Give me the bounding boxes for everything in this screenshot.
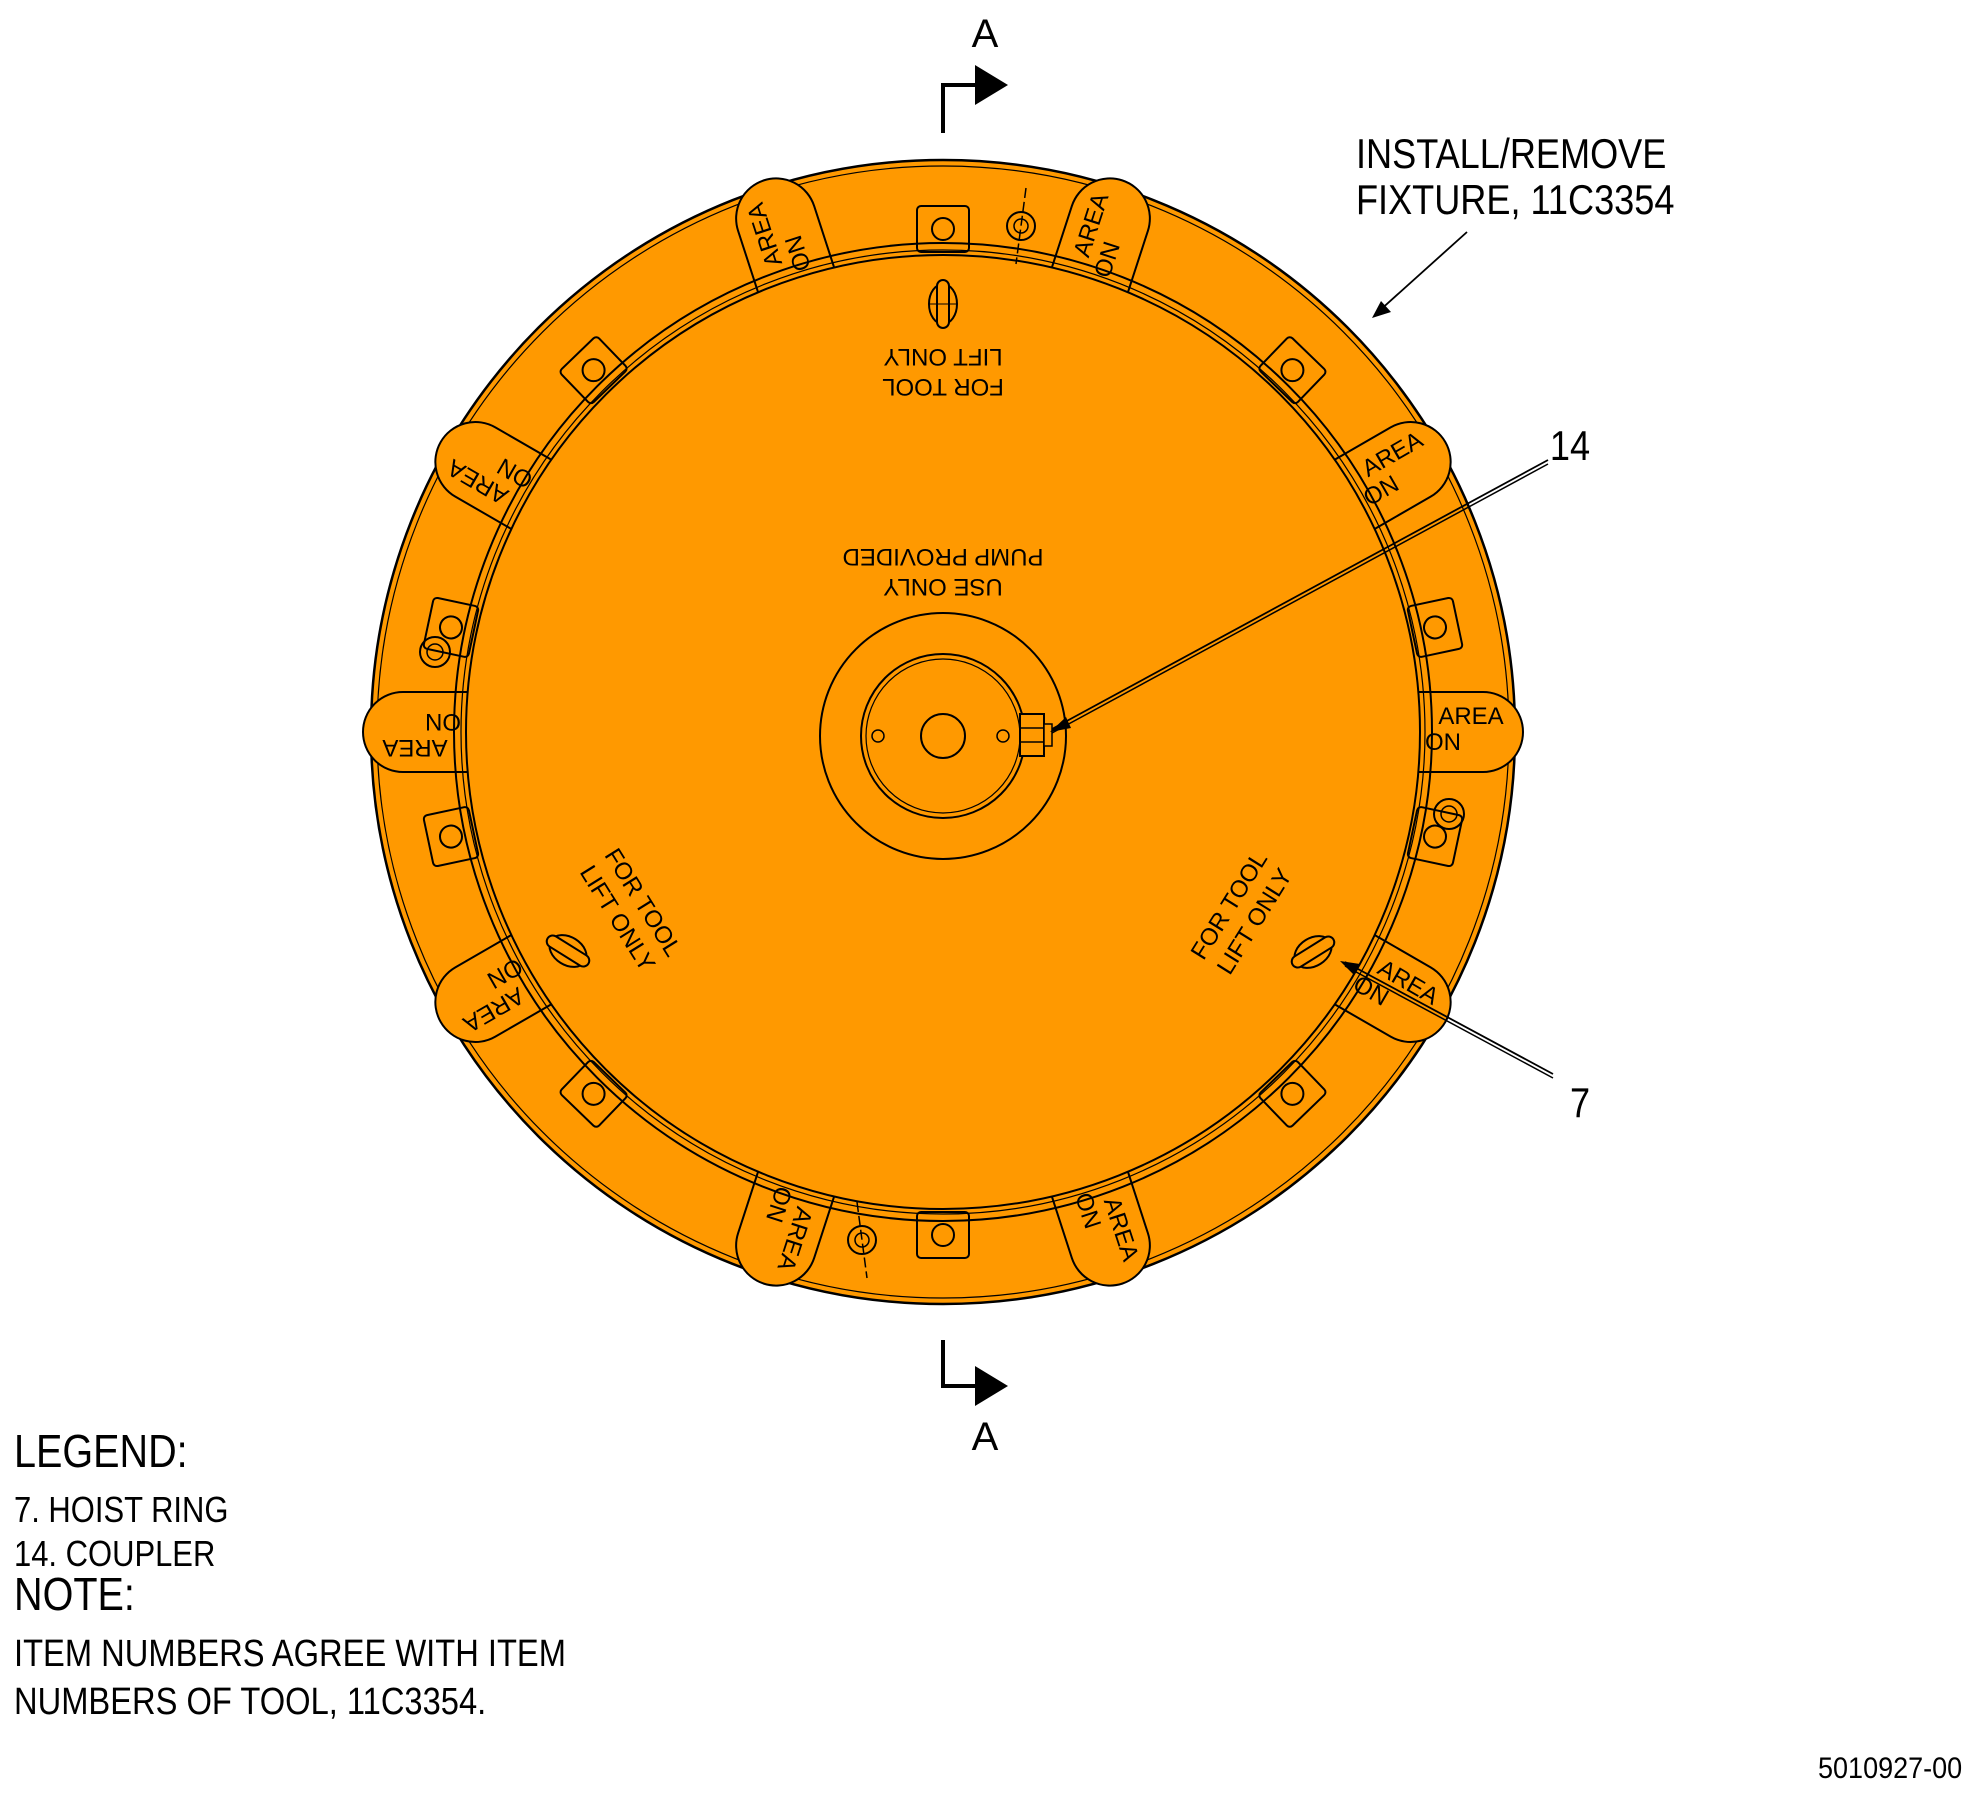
top-lift-line2: LIFT ONLY xyxy=(883,343,1002,370)
bolt-tab-icon xyxy=(1406,596,1464,658)
bolt-tab-icon xyxy=(559,336,628,405)
area-tab-word1: AREA xyxy=(382,734,447,761)
item-14-label: 14 xyxy=(1550,424,1590,470)
bolt-tab-icon xyxy=(422,806,480,868)
section-label-bottom: A xyxy=(972,1415,999,1459)
center-line2: PUMP PROVIDED xyxy=(843,543,1044,570)
hoist-ring-left xyxy=(545,934,591,968)
leader-arrow-icon xyxy=(1372,301,1391,318)
ring-groove-outer xyxy=(453,242,1433,1222)
fixture-callout-line2: FIXTURE, 11C3354 xyxy=(1356,178,1674,224)
section-arrow-bottom: A xyxy=(941,1340,1008,1459)
area-tab-word1: AREA xyxy=(1438,703,1503,730)
section-arrow-top: A xyxy=(941,12,1008,133)
area-tab-word2: ON xyxy=(425,708,461,735)
bolt-tab-icon xyxy=(559,1059,628,1128)
bolt-tab-icon xyxy=(1258,336,1327,405)
dowel-pin-icon xyxy=(419,636,451,668)
drawing-number: 5010927-00 xyxy=(1817,1752,1962,1785)
item-7-label: 7 xyxy=(1570,1081,1590,1127)
note-line-2: NUMBERS OF TOOL, 11C3354. xyxy=(14,1681,487,1723)
area-tab-word2: ON xyxy=(1425,729,1461,756)
legend-title: LEGEND: xyxy=(14,1425,188,1477)
legend-item-hoist-ring: 7. HOIST RING xyxy=(14,1489,229,1530)
ring-groove-inner xyxy=(460,249,1426,1215)
coupler-icon xyxy=(819,612,1067,860)
center-line1: USE ONLY xyxy=(883,573,1003,600)
leader-arrow-icon xyxy=(1340,961,1360,975)
section-label-top: A xyxy=(972,12,999,56)
plate-text-top: FOR TOOL LIFT ONLY xyxy=(882,343,1004,400)
inner-plate xyxy=(453,242,1433,1222)
top-lift-line1: FOR TOOL xyxy=(882,373,1004,400)
note-title: NOTE: xyxy=(14,1568,135,1620)
fixture-callout-line1: INSTALL/REMOVE xyxy=(1356,132,1666,178)
dowel-pin-icon xyxy=(847,1201,877,1279)
bolt-tab-icon xyxy=(916,1211,970,1259)
bolt-tab-icon xyxy=(422,596,480,658)
dowel-pin-icon xyxy=(1433,798,1465,830)
item-7-callout: 7 xyxy=(1340,961,1590,1127)
note-text: ITEM NUMBERS AGREE WITH ITEM NUMBERS OF … xyxy=(14,1630,566,1726)
hoist-ring-top xyxy=(928,279,958,329)
bolt-tab-icon xyxy=(1258,1059,1327,1128)
fixture-callout: INSTALL/REMOVE FIXTURE, 11C3354 xyxy=(1356,132,1674,318)
bolt-tab-icon xyxy=(916,205,970,253)
plate-face xyxy=(465,254,1421,1210)
item-14-callout: 14 xyxy=(1050,424,1590,734)
plate-text-center: USE ONLY PUMP PROVIDED xyxy=(843,543,1044,600)
legend-list: 7. HOIST RING 14. COUPLER xyxy=(14,1488,228,1576)
dowel-pin-icon xyxy=(1006,187,1036,265)
hoist-ring-icon xyxy=(1290,935,1336,969)
note-line-1: ITEM NUMBERS AGREE WITH ITEM xyxy=(14,1633,566,1675)
leader-arrow-icon xyxy=(1050,717,1071,732)
legend-item-coupler: 14. COUPLER xyxy=(14,1533,216,1574)
